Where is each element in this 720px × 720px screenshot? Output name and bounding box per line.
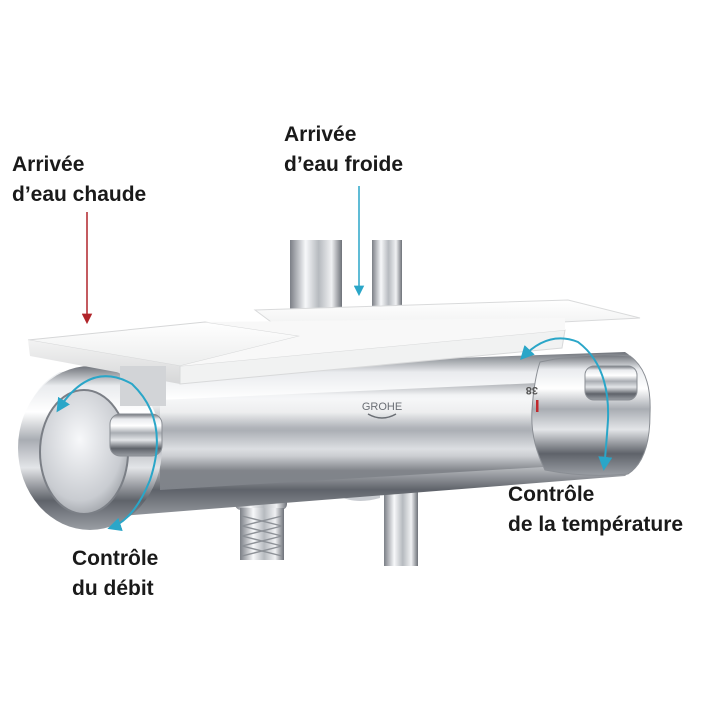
- temperature-red-marker: [536, 400, 539, 412]
- braided-hose: [241, 515, 283, 557]
- cold-water-label-line2: d’eau froide: [284, 153, 404, 176]
- cold-water-label-line1: Arrivée: [284, 123, 357, 146]
- hot-water-label-line2: d’eau chaude: [12, 183, 147, 206]
- temperature-scale-mark: 38: [526, 384, 538, 396]
- hot-water-label-line1: Arrivée: [12, 153, 85, 176]
- temperature-rotation-arrow: [520, 337, 613, 471]
- brand-logo-icon: [367, 413, 397, 419]
- shelf-front: [27, 318, 566, 406]
- brand-mark: GROHE: [362, 401, 402, 413]
- temperature-control-label: Contrôle de la température: [508, 480, 683, 540]
- temperature-control-label-line2: de la température: [508, 513, 684, 536]
- cold-water-inlet-label: Arrivée d’eau froide: [284, 120, 403, 180]
- flow-control-label-line2: du débit: [72, 577, 154, 600]
- flow-control-label: Contrôle du débit: [72, 544, 158, 604]
- temperature-control-label-line1: Contrôle: [508, 483, 595, 506]
- flow-rotation-arrow: [56, 375, 158, 532]
- hot-water-inlet-label: Arrivée d’eau chaude: [12, 150, 146, 210]
- flow-control-label-line1: Contrôle: [72, 547, 159, 570]
